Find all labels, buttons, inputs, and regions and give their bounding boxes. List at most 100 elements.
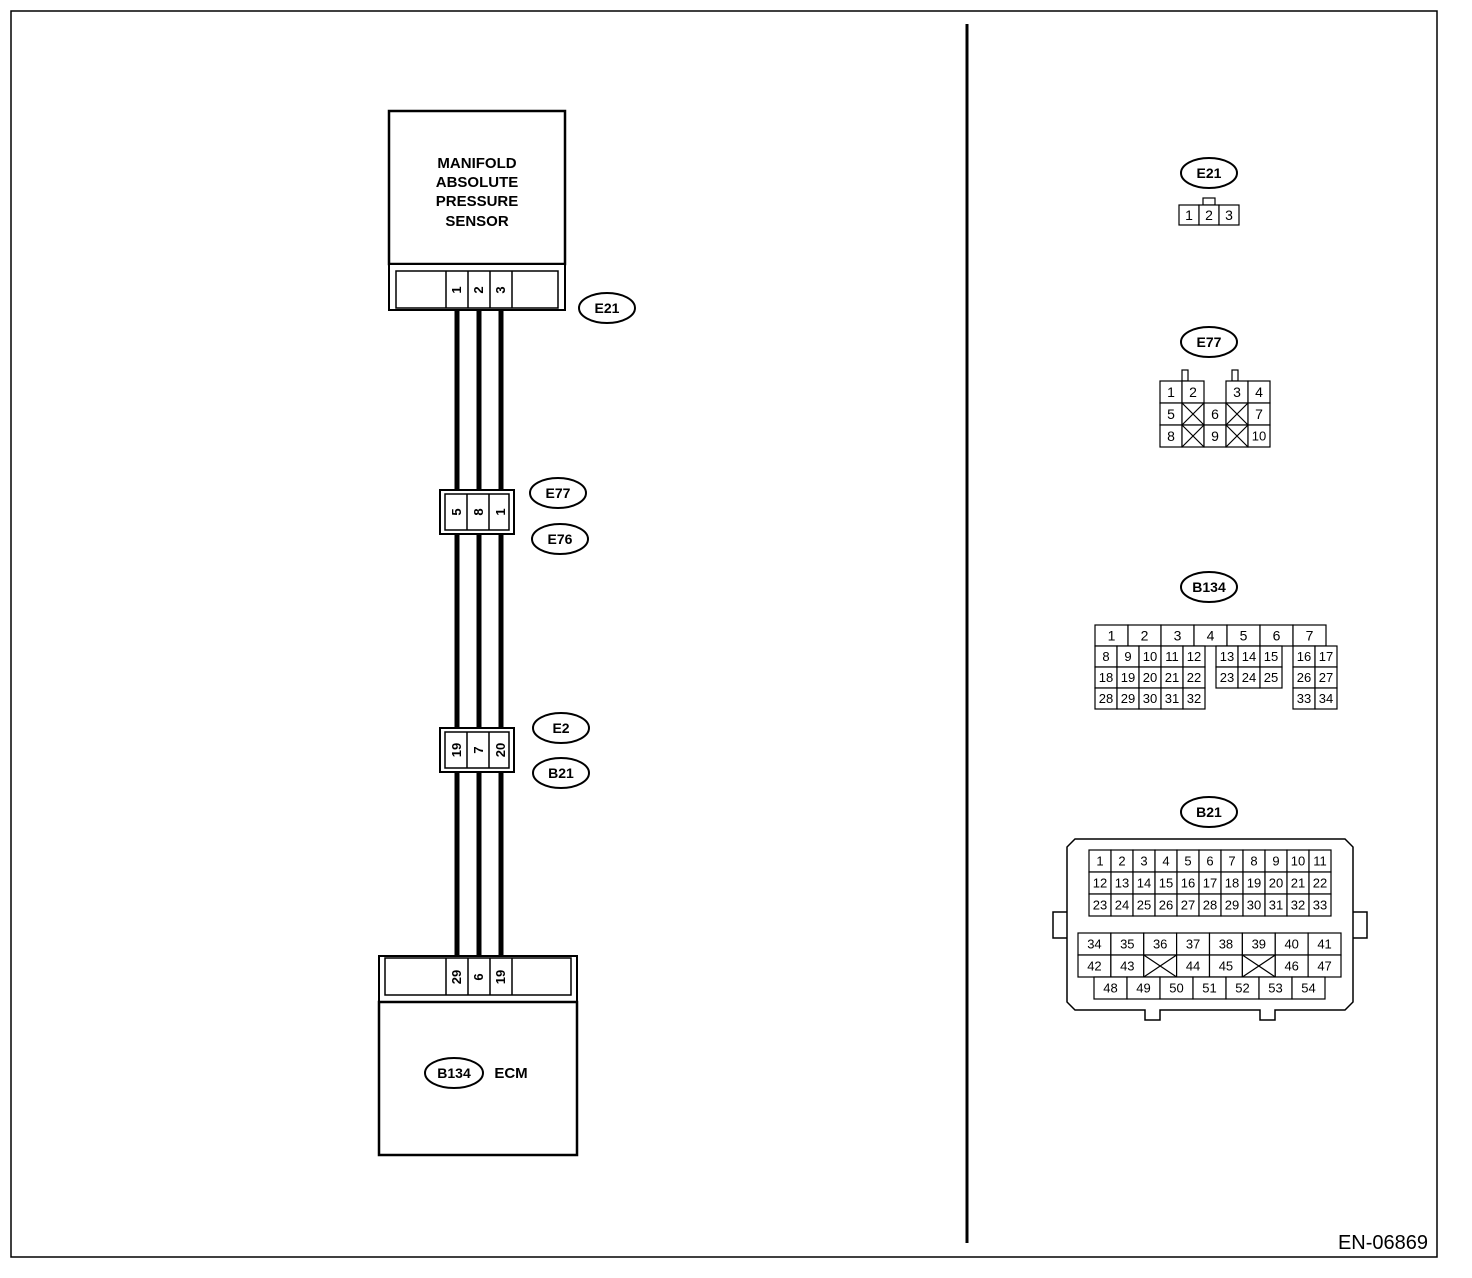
junction-1-pin-a: 5 [449, 508, 464, 515]
pin-number: 27 [1319, 670, 1333, 685]
pin-number: 5 [1184, 854, 1191, 869]
pin-number: 30 [1247, 898, 1261, 913]
pin-number: 7 [1255, 406, 1263, 422]
sensor-name-line-4: SENSOR [445, 213, 509, 230]
ecm-connector-face [384, 957, 572, 996]
pin-number: 3 [1140, 854, 1147, 869]
pin-number: 8 [1102, 649, 1109, 664]
pin-number: 8 [1250, 854, 1257, 869]
pin-number: 41 [1317, 937, 1331, 952]
pin-cell [1259, 666, 1283, 689]
blank-pin-cross [1225, 424, 1249, 448]
pin-number: 11 [1313, 854, 1327, 869]
pin-number: 14 [1137, 876, 1151, 891]
blank-pin-cross [1181, 424, 1205, 448]
connector-tag-e77 [529, 477, 587, 509]
face-tag-b21 [1180, 796, 1238, 828]
pin-number: 35 [1120, 937, 1134, 952]
pin-number: 2 [1205, 207, 1213, 223]
pin-number: 19 [1121, 670, 1135, 685]
pin-number: 23 [1220, 670, 1234, 685]
connector-tag-e76-text: E76 [548, 531, 573, 547]
face-tag-e21-text: E21 [1197, 165, 1222, 181]
pin-cell [1247, 424, 1271, 448]
pin-number: 5 [1167, 406, 1175, 422]
pin-cell [1218, 204, 1240, 226]
pin-number: 54 [1301, 981, 1315, 996]
pin-number: 1 [1096, 854, 1103, 869]
pin-number: 45 [1219, 959, 1233, 974]
pin-number: 20 [1269, 876, 1283, 891]
pin-number: 10 [1252, 429, 1266, 444]
pin-number: 42 [1087, 959, 1101, 974]
pin-number: 28 [1203, 898, 1217, 913]
pin-number: 32 [1291, 898, 1305, 913]
face-tag-e77-text: E77 [1197, 334, 1222, 350]
pin-number: 3 [1174, 628, 1182, 644]
pin-number: 1 [1185, 207, 1193, 223]
pin-number: 1 [1108, 628, 1116, 644]
sensor-connector-face [395, 270, 559, 309]
pin-number: 26 [1297, 670, 1311, 685]
face-tag-e21 [1180, 157, 1238, 189]
pin-number: 4 [1162, 854, 1169, 869]
pin-number: 9 [1124, 649, 1131, 664]
pin-number: 1 [1167, 384, 1175, 400]
pin-number: 31 [1269, 898, 1283, 913]
pin-number: 10 [1143, 649, 1157, 664]
pin-number: 6 [1206, 854, 1213, 869]
face-tag-e77 [1180, 326, 1238, 358]
pin-cell [1314, 687, 1338, 710]
blank-pin-cross [1242, 954, 1276, 978]
ecm-pin-a: 29 [449, 970, 464, 984]
pin-number: 15 [1264, 649, 1278, 664]
pin-number: 19 [1247, 876, 1261, 891]
pin-number: 34 [1087, 937, 1101, 952]
pin-number: 22 [1313, 876, 1327, 891]
connector-tag-e21 [578, 292, 636, 324]
pin-number: 50 [1169, 981, 1183, 996]
junction-2-pin-b: 7 [471, 746, 486, 753]
pin-number: 2 [1189, 384, 1197, 400]
ecm-pin-b: 6 [471, 973, 486, 980]
sensor-name-line-3: PRESSURE [436, 193, 519, 210]
pin-number: 2 [1118, 854, 1125, 869]
connector-tag-e76 [531, 523, 589, 555]
pin-number: 16 [1181, 876, 1195, 891]
sensor-pin-2: 2 [471, 286, 486, 293]
connector-tag-b134-text: B134 [437, 1065, 471, 1081]
sensor-name-line-2: ABSOLUTE [436, 174, 519, 191]
pin-number: 16 [1297, 649, 1311, 664]
pin-number: 53 [1268, 981, 1282, 996]
pin-number: 25 [1264, 670, 1278, 685]
pin-number: 13 [1220, 649, 1234, 664]
pin-number: 10 [1291, 854, 1305, 869]
pin-number: 34 [1319, 691, 1333, 706]
pin-number: 20 [1143, 670, 1157, 685]
pin-number: 24 [1242, 670, 1256, 685]
pin-number: 27 [1181, 898, 1195, 913]
pin-number: 12 [1093, 876, 1107, 891]
pin-number: 28 [1099, 691, 1113, 706]
pin-number: 21 [1291, 876, 1305, 891]
pin-number: 24 [1115, 898, 1129, 913]
pin-number: 3 [1233, 384, 1241, 400]
pin-number: 13 [1115, 876, 1129, 891]
junction-1-pin-c: 1 [493, 508, 508, 515]
pin-number: 17 [1319, 649, 1333, 664]
pin-number: 25 [1137, 898, 1151, 913]
pin-number: 14 [1242, 649, 1256, 664]
pin-number: 29 [1225, 898, 1239, 913]
connector-tag-b134 [424, 1057, 484, 1089]
pin-number: 22 [1187, 670, 1201, 685]
pin-number: 7 [1228, 854, 1235, 869]
pin-number: 11 [1165, 649, 1179, 664]
pin-number: 4 [1255, 384, 1263, 400]
pin-number: 48 [1103, 981, 1117, 996]
face-tag-b21-text: B21 [1196, 804, 1222, 820]
pin-number: 40 [1284, 937, 1298, 952]
junction-1-pin-b: 8 [471, 508, 486, 515]
pin-number: 33 [1297, 691, 1311, 706]
